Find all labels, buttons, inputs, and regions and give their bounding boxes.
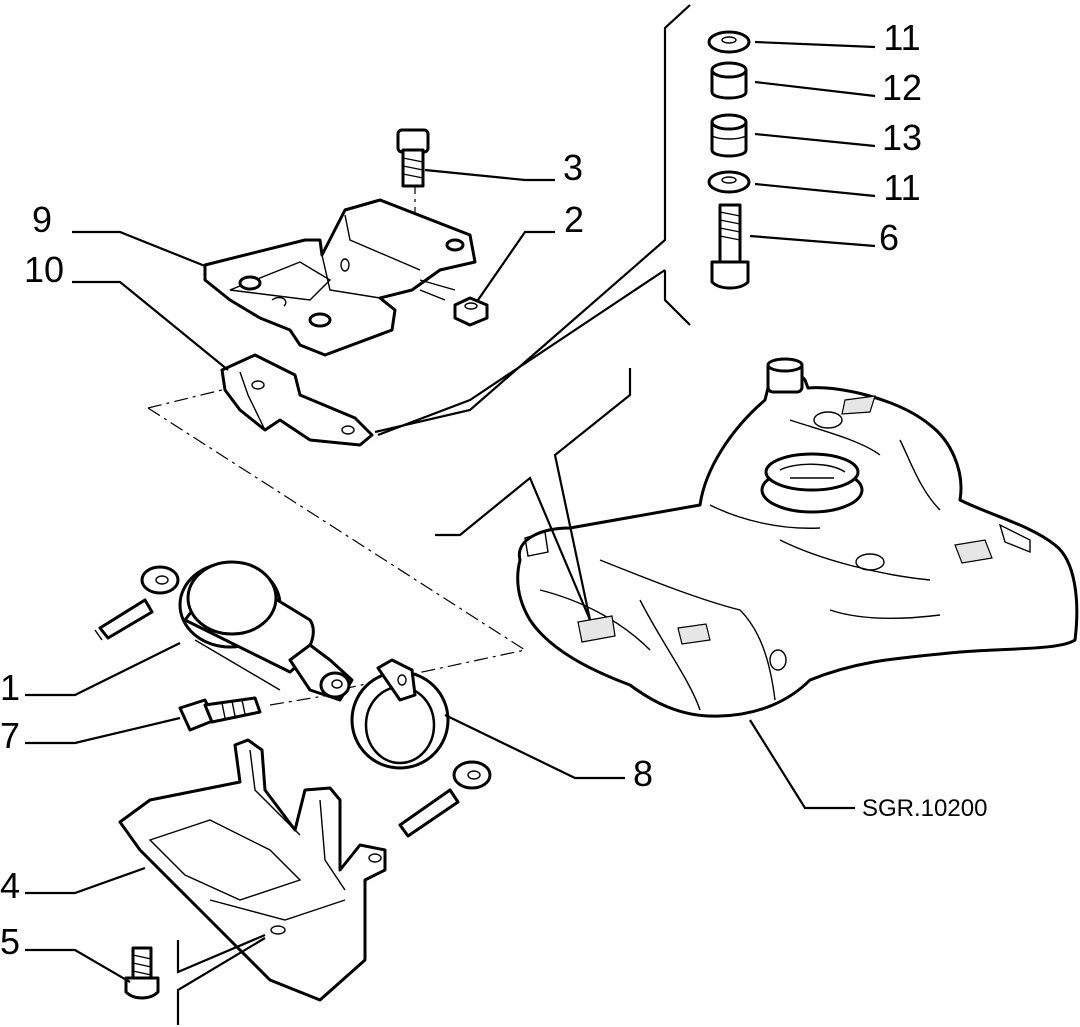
callout-1: 1 [0, 667, 20, 708]
bracket-10 [220, 353, 374, 447]
callout-5: 5 [0, 921, 20, 962]
bolt-3 [396, 128, 430, 188]
callout-8: 8 [633, 753, 653, 794]
shield-4 [118, 738, 387, 1002]
callout-11-bottom: 11 [883, 167, 920, 208]
bolt-5 [124, 946, 160, 1000]
callout-7: 7 [0, 715, 20, 756]
nut-2 [419, 279, 489, 327]
reference-code: SGR.10200 [862, 795, 987, 822]
callout-labels: 9 10 3 2 11 12 13 11 6 1 7 8 4 5 SGR.102… [0, 17, 987, 962]
bracket-9 [203, 198, 477, 357]
callout-9: 9 [32, 199, 52, 240]
fuel-filter-1 [178, 560, 354, 702]
banjo-fitting-lower [398, 760, 492, 838]
callout-4: 4 [0, 865, 20, 906]
fuel-tank [516, 357, 1079, 718]
leader-lines [25, 4, 876, 1025]
bolt-7 [178, 696, 262, 732]
callout-6: 6 [879, 217, 899, 258]
callout-3: 3 [563, 147, 583, 188]
callout-13: 13 [882, 117, 922, 158]
callout-10: 10 [24, 249, 64, 290]
callout-11-top: 11 [883, 17, 920, 58]
callout-12: 12 [882, 67, 922, 108]
clamp-8 [350, 658, 450, 770]
fastener-stack [707, 30, 751, 290]
banjo-fitting-upper [94, 565, 180, 641]
callout-2: 2 [564, 199, 584, 240]
